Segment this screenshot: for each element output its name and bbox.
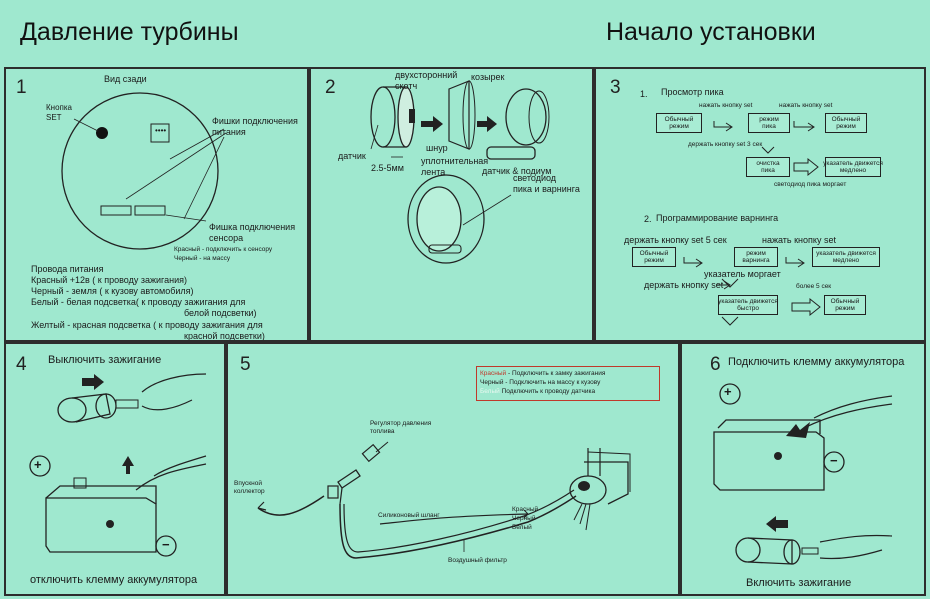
title-left: Давление турбины xyxy=(20,18,239,46)
panel-3: 3 1. Просмотр пика нажать кнопку set наж… xyxy=(594,67,926,342)
clear-peak-box: очистка пика xyxy=(746,157,790,177)
panel-4: 4 Выключить зажигание + − отключить клем… xyxy=(4,342,226,596)
wire-white-label: Белый xyxy=(512,524,532,531)
led-blinks-label: светодиод пика моргает xyxy=(774,181,847,188)
sensor-plug-label: Фишка подключения сенсора xyxy=(209,222,296,243)
wire-black-label: Черный xyxy=(512,515,536,522)
panel-1: 1 Вид сзади Кнопка SET •••• Фишки подклю… xyxy=(4,67,309,342)
normal-mode-box: Обычный режим xyxy=(825,113,867,133)
step-number: 3 xyxy=(610,77,621,98)
step-number: 2 xyxy=(325,77,336,98)
sensor-red-label: Красный - подключить к сенсору xyxy=(174,246,273,253)
section2-number: 2. xyxy=(644,214,652,224)
connector-dots: •••• xyxy=(155,126,167,135)
battery-plus-label: + xyxy=(34,457,42,472)
more-5s-label: более 5 сек xyxy=(796,283,832,290)
visor-label: козырек xyxy=(471,72,505,82)
battery-minus-label: − xyxy=(162,537,170,552)
title-right: Начало установки xyxy=(606,18,816,46)
step-number: 5 xyxy=(240,354,251,375)
hose-label: Силиконовый шланг xyxy=(378,512,440,519)
legend-red-name: Красный xyxy=(480,370,507,377)
panel-5: 5 Красный - Подключить к замку зажигания… xyxy=(226,342,680,596)
legend-white-text: Подключить к проводу датчика xyxy=(499,388,596,395)
ignition-on-label: Включить зажигание xyxy=(746,577,852,589)
wiring-legend-box xyxy=(476,366,660,401)
sensor-install-diagram xyxy=(257,441,631,559)
panel-2: 2 двухсторонний скотч козырек датчик шну… xyxy=(309,67,594,342)
power-wires-title: Провода питания xyxy=(31,264,104,274)
legend-red-text: - Подключить к замку зажигания xyxy=(506,370,606,377)
flow-arrows xyxy=(683,121,821,326)
panel-6: 6 Подключить клемму аккумулятора + − Вкл… xyxy=(680,342,926,596)
gauge-mount-diagram xyxy=(370,80,550,264)
power-white-2: белой подсветки) xyxy=(184,308,257,318)
air-filter-label: Воздушный фильтр xyxy=(448,557,507,564)
legend-red: Красный - Подключить к замку зажигания xyxy=(480,370,605,378)
power-yellow-1: Желтый - красная подсветка ( к проводу з… xyxy=(31,320,263,330)
peak-mode-box: режим пика xyxy=(748,113,790,133)
ignition-off-label: Выключить зажигание xyxy=(48,354,162,366)
needle-slow-box: указатель движется медлено xyxy=(812,247,880,267)
seal-label: уплотнительная лента xyxy=(421,156,489,177)
normal-mode-box: Обычный режим xyxy=(656,113,702,133)
hold-5s-label: держать кнопку set 5 сек xyxy=(624,235,727,245)
battery-plus-label: + xyxy=(724,384,732,399)
regulator-label: Регулятор давления топлива xyxy=(370,420,432,435)
legend-white-name: Белый xyxy=(480,388,500,395)
section2-title: Программирование варнинга xyxy=(656,213,779,223)
connect-terminal-label: Подключить клемму аккумулятора xyxy=(728,356,905,368)
step-number: 4 xyxy=(16,354,27,375)
battery-disconnect-diagram xyxy=(29,373,207,557)
section1-title: Просмотр пика xyxy=(661,87,724,97)
needle-blinks-label: указатель моргает xyxy=(704,269,781,279)
sensor-label: датчик xyxy=(338,151,366,161)
press-set-3: нажать кнопку set xyxy=(762,235,836,245)
hold-3s-label: держать кнопку set 3 сек xyxy=(688,141,763,148)
rear-view-label: Вид сзади xyxy=(104,74,147,84)
legend-white: Белый Подключить к проводу датчика xyxy=(480,388,595,396)
legend-black: Черный - Подключить на массу к кузову xyxy=(480,379,601,386)
normal-mode-box: Обычный режим xyxy=(632,247,676,267)
sensor-black-label: Черный - на массу xyxy=(174,255,231,262)
needle-fast-box: указатель движется быстро xyxy=(718,295,778,315)
set-button-label: Кнопка SET xyxy=(46,103,72,122)
needle-slow-box: указатель движется медлено xyxy=(823,157,883,177)
power-red: Красный +12в ( к проводу зажигания) xyxy=(31,275,187,285)
power-white-1: Белый - белая подсветка( к проводу зажиг… xyxy=(31,297,246,307)
step-number: 6 xyxy=(710,354,721,375)
battery-minus-label: − xyxy=(830,453,838,468)
section1-number: 1. xyxy=(640,89,648,99)
gauge-rear-diagram xyxy=(61,92,227,250)
disconnect-terminal-label: отключить клемму аккумулятора xyxy=(30,574,198,586)
cord-label: шнур xyxy=(426,143,448,153)
intake-label: Впускной коллектор xyxy=(234,480,265,495)
step-number: 1 xyxy=(16,77,27,98)
sensor-pod-label: датчик & подиум xyxy=(482,166,552,176)
tape-label: двухсторонний скотч xyxy=(395,70,458,91)
power-plugs-label: Фишки подключения питания xyxy=(212,116,298,137)
power-black: Черный - земля ( к кузову автомобиля) xyxy=(31,286,194,296)
power-yellow-2: красной подсветки) xyxy=(184,331,265,341)
wire-red-label: Красный xyxy=(512,506,539,513)
press-set-1: нажать кнопку set xyxy=(699,102,753,109)
press-set-2: нажать кнопку set xyxy=(779,102,833,109)
size-label: 2.5-5мм xyxy=(371,163,404,173)
hold-set-label: держать кнопку set xyxy=(644,280,724,290)
warning-mode-box: режим варнинга xyxy=(734,247,778,267)
battery-connect-diagram xyxy=(713,383,893,565)
led-label: светодиод пика и варнинга xyxy=(513,173,580,194)
normal-mode-box: Обычный режим xyxy=(824,295,866,315)
